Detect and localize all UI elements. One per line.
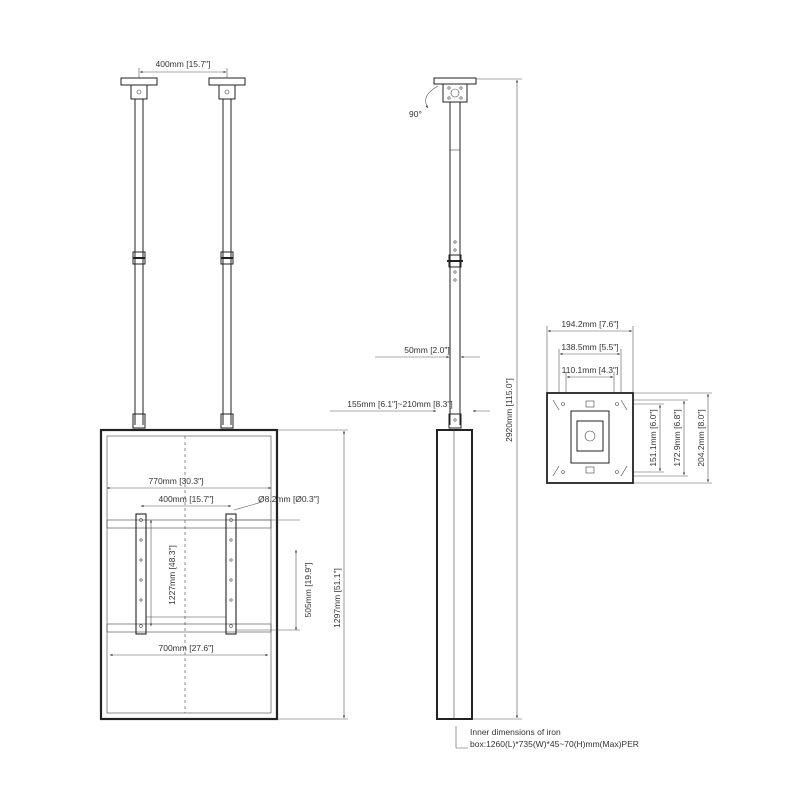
pole-spacing-dimension: 400mm [15.7"]: [138, 59, 228, 78]
plate-height-outer-dimension: 204.2mm [8.0"]: [634, 392, 712, 484]
bracket-spacing-label: 400mm [15.7"]: [159, 494, 214, 504]
hole-diameter-label: Ø8.2mm [Ø0.3"]: [258, 494, 319, 504]
bracket-span-dimension: 505mm [19.9"]: [236, 519, 313, 631]
plate-height-mid-dimension: 172.9mm [6.8"]: [634, 399, 688, 477]
side-view: 90° 50mm [2.0"]: [330, 77, 639, 749]
right-vertical-bracket: [225, 513, 237, 635]
left-ceiling-plate: [120, 77, 158, 100]
total-height-dimension: 2920mm [115.0"]: [472, 78, 522, 720]
plate-width-mid-dimension: 138.5mm [5.5"]: [558, 342, 622, 392]
right-pole: [220, 99, 234, 429]
plate-width-outer-dimension: 194.2mm [7.6"]: [546, 319, 634, 392]
plate-width-mid-label: 138.5mm [5.5"]: [561, 342, 618, 352]
side-iron-box: [436, 429, 473, 720]
total-height-label: 2920mm [115.0"]: [504, 378, 514, 442]
depth-range-dimension: 155mm [6.1"]~210mm [8.3"]: [330, 399, 490, 413]
bracket-height-dimension: 1227mm [48.3"]: [149, 519, 177, 627]
note-line-2: box:1260(L)*735(W)*45~70(H)mm(Max)PER: [470, 739, 639, 749]
bracket-spacing-dimension: 400mm [15.7"]: [140, 494, 232, 508]
plate-view: 194.2mm [7.6"] 138.5mm [5.5"] 110.1mm [4…: [546, 319, 712, 484]
plate-width-inner-label: 110.1mm [4.3"]: [562, 365, 619, 375]
pole-spacing-label: 400mm [15.7"]: [156, 59, 211, 69]
rotation-label: 90°: [409, 109, 422, 119]
plate-height-mid-label: 172.9mm [6.8"]: [672, 409, 682, 466]
inner-width-label: 700mm [27.6"]: [159, 643, 214, 653]
inner-width-dimension: 700mm [27.6"]: [109, 643, 269, 657]
note-line-1: Inner dimensions of iron: [470, 727, 561, 737]
hole-diameter-callout: Ø8.2mm [Ø0.3"]: [233, 494, 319, 511]
bracket-span-label: 505mm [19.9"]: [303, 563, 313, 618]
left-pole: [132, 99, 146, 429]
pole-width-label: 50mm [2.0"]: [404, 345, 450, 355]
plate-height-inner-dimension: 151.1mm [6.0"]: [634, 403, 664, 473]
right-ceiling-plate: [208, 77, 246, 100]
frame-height-label: 1297mm [51.1"]: [332, 568, 342, 628]
plate-height-outer-label: 204.2mm [8.0"]: [696, 409, 706, 466]
plate-height-inner-label: 151.1mm [6.0"]: [648, 409, 658, 466]
pole-width-dimension: 50mm [2.0"]: [375, 345, 480, 359]
bracket-height-label: 1227mm [48.3"]: [167, 545, 177, 605]
frame-width-label: 770mm [30.3"]: [149, 476, 204, 486]
left-vertical-bracket: [135, 513, 147, 635]
ceiling-plate-detail: [546, 392, 634, 484]
plate-width-inner-dimension: 110.1mm [4.3"]: [562, 365, 619, 392]
depth-range-label: 155mm [6.1"]~210mm [8.3"]: [347, 399, 453, 409]
rotation-indicator: 90°: [409, 85, 439, 119]
frame-width-dimension: 770mm [30.3"]: [106, 476, 272, 490]
plate-width-outer-label: 194.2mm [7.6"]: [561, 319, 618, 329]
side-ceiling-plate: [433, 77, 477, 103]
display-frame: [99, 428, 279, 721]
front-view: 400mm [15.7"]: [99, 59, 348, 721]
side-pole: [447, 102, 463, 429]
iron-box-note: Inner dimensions of iron box:1260(L)*735…: [455, 726, 639, 749]
frame-height-dimension: 1297mm [51.1"]: [277, 429, 348, 720]
